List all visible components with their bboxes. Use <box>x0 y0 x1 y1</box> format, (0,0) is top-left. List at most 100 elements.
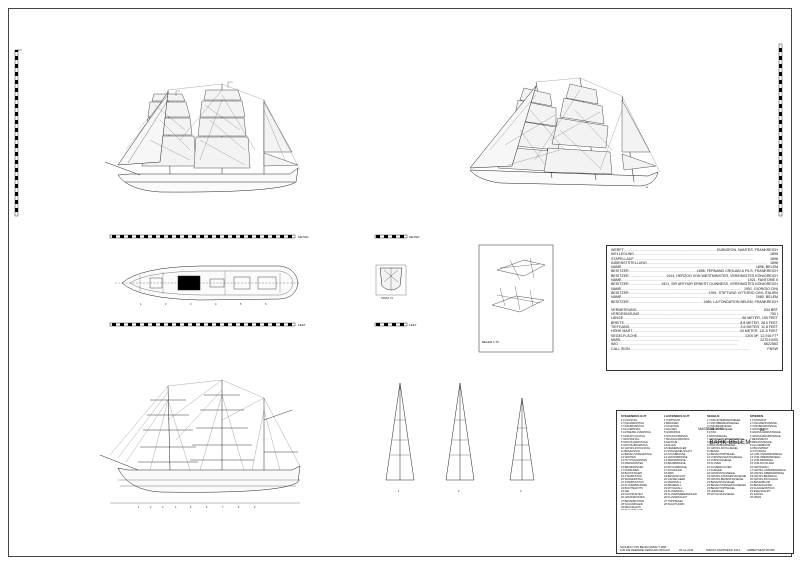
spec-value: 1896, FERNAND CROUAN & FILS, FRANKREICH <box>696 269 778 274</box>
legend-item: 26 KLÜVERSCHOT <box>664 496 688 500</box>
inset-detail-box <box>478 244 554 353</box>
spec-row: SEGELFLÄCHE ............................… <box>611 334 778 338</box>
legend-item: 19 GROSS-BRAMRAH <box>750 474 777 478</box>
legend-item: 10 NIEDERHOLER <box>664 446 687 450</box>
spec-row: BESITZER ...............................… <box>611 291 778 295</box>
spec-label: VERMESSUNG <box>611 307 637 312</box>
svg-text:7: 7 <box>222 506 224 509</box>
spec-label: BESITZER <box>611 299 629 304</box>
spec-row: CALL SIGN ..............................… <box>611 347 778 351</box>
legend-item: 22 BRAMFALL <box>664 484 682 488</box>
legend-item: 14 PÜTTINGWANTEN <box>621 459 648 463</box>
spec-row: LÄNGE ..................................… <box>611 316 778 320</box>
spec-leader: ........................................… <box>633 252 754 257</box>
vertical-scale-right <box>778 43 783 217</box>
legend-item: 11 FOCKRAH <box>750 450 767 454</box>
legend-item: 18 GROSSSTAGSEGEL <box>707 471 736 475</box>
legend-item: 4 HALSEN <box>664 428 677 432</box>
spec-value: 58 METER, 190 FEET <box>742 316 778 321</box>
spec-label: STAPELLAUF <box>611 256 634 261</box>
scale-bar-small-upper: METER <box>374 234 420 239</box>
svg-text:1: 1 <box>398 489 400 493</box>
spec-row: VERDRÄNGUNG ............................… <box>611 312 778 316</box>
svg-text:5: 5 <box>190 506 192 509</box>
legend-item: 10 GROSS-ROYALSTAG <box>621 446 651 450</box>
legend-item: 20 WASSERSTAG <box>621 477 643 481</box>
legend-header: SEGELN <box>707 415 720 418</box>
drawing-date: 20.11.2011 <box>679 548 694 552</box>
legend-item: 8 BESANSTENGE <box>750 440 772 444</box>
scale-bar-upper: METER <box>109 234 309 239</box>
svg-text:9: 9 <box>254 506 256 509</box>
legend-item: 7 BESANMAST <box>750 437 769 441</box>
legend-item: 12 BESAN-STENGESTAG <box>621 453 652 457</box>
svg-text:3: 3 <box>520 489 522 493</box>
legend-item: 18 GROSS-OBERMARSRAH <box>750 471 785 475</box>
spec-leader: ........................................… <box>637 333 746 338</box>
legend-item: 3 VOR-BRAMSTENGE <box>750 425 777 429</box>
spec-label: LÄNGE <box>611 316 624 321</box>
svg-text:SPANT 10: SPANT 10 <box>381 296 394 300</box>
drawing-author: SIMON SAPPRESK 2011 <box>706 548 741 552</box>
svg-text:1: 1 <box>138 506 140 509</box>
svg-text:A: A <box>646 185 648 189</box>
drawing-status: ARBEITSENTWURF <box>747 548 775 552</box>
legend-item: 11 BESANSTAG <box>621 450 641 454</box>
spec-leader: ........................................… <box>628 269 697 274</box>
legend-header: LAUFENDES GUT <box>664 415 690 418</box>
legend-item: 2 VOR-OBERMARSSEGEL <box>707 422 740 426</box>
legend-item: 13 VORSTENGESTAGSEGEL <box>707 456 743 460</box>
legend-item: 17 GROSS-UNTERMARSRAH <box>750 468 786 472</box>
spec-row: HÖHE MAST ..............................… <box>611 329 778 333</box>
legend-header: STEHENDES GUT <box>621 415 647 418</box>
legend-item: 22 BESANGAFFEL <box>750 484 773 488</box>
legend-item: 6 GROSS-BRAMSTENGE <box>750 434 781 438</box>
spec-value: 1895 <box>770 252 778 257</box>
legend-item: 17 AUSHOLER <box>664 468 682 472</box>
svg-text:3: 3 <box>162 506 164 509</box>
legend-item: 19 BESANSCHOT <box>664 474 686 478</box>
spec-leader: ........................................… <box>628 290 709 295</box>
legend-item: 13 GROSSBRASSE <box>664 456 688 460</box>
spec-label: HÖHE MAST <box>611 329 633 334</box>
spec-value: 534 BRT <box>763 307 778 312</box>
spec-row: BESITZER ...............................… <box>611 300 778 304</box>
spec-leader: ........................................… <box>636 307 757 312</box>
svg-text:2: 2 <box>458 489 460 493</box>
legend-item: 5 FOCK <box>707 431 717 435</box>
legend-item: 16 AUSSENKLÜVER <box>707 465 732 469</box>
spec-value: 1921, SIR ARTHUR ERNEST GUINNESS, VEREIN… <box>661 282 778 287</box>
drawing-title: BARK BELEM <box>709 440 751 446</box>
spec-row: NAME ...................................… <box>611 278 778 282</box>
legend-item: 19 STAMPFSTAG <box>621 474 642 478</box>
legend-item: 1 TOPPNANT <box>664 419 681 423</box>
svg-text:METER: METER <box>409 235 420 239</box>
spec-row: WERFT ..................................… <box>611 248 778 252</box>
legend-item: 22 KLÜVERBAUMGEI <box>621 484 647 488</box>
specification-table: WERFT ..................................… <box>606 245 783 371</box>
legend-item: 23 BOOTSDAVITS <box>621 487 643 491</box>
legend-item: 23 BESANTOPPSEGEL <box>707 487 736 491</box>
legend-item: 17 PARDUNEN <box>621 468 639 472</box>
svg-text:FEET: FEET <box>298 323 306 327</box>
legend-item: 1 FOCKMAST <box>750 419 767 423</box>
legend-item: 25 ROYALSTAGSEGEL <box>707 493 735 497</box>
legend-item: 28 SCHANZKLEID <box>621 502 643 506</box>
legend-item: 16 GROSSRAH <box>750 465 769 469</box>
ship-rigging-perspective: A <box>469 77 661 189</box>
legend-item: 15 VOR-ROYALRAH <box>750 462 775 466</box>
spec-label: INDIENSTSTELLUNG <box>611 260 647 265</box>
spec-leader: ........................................… <box>620 337 741 342</box>
legend-item: 6 VOR-ROYALSTAG <box>621 434 646 438</box>
legend-item: 18 BACKSTAGEN <box>621 471 643 475</box>
legend-item: 3 VOR-BRAMSTAG <box>621 425 645 429</box>
legend-item: 2 VOR-MARSSTAG <box>621 422 645 426</box>
legend-item: 16 ROYALBRASSE <box>664 465 687 469</box>
spec-leader: ........................................… <box>621 286 742 291</box>
spec-leader: ........................................… <box>646 260 767 265</box>
legend-item: 26 GROSSRÜSTEN <box>621 496 645 500</box>
